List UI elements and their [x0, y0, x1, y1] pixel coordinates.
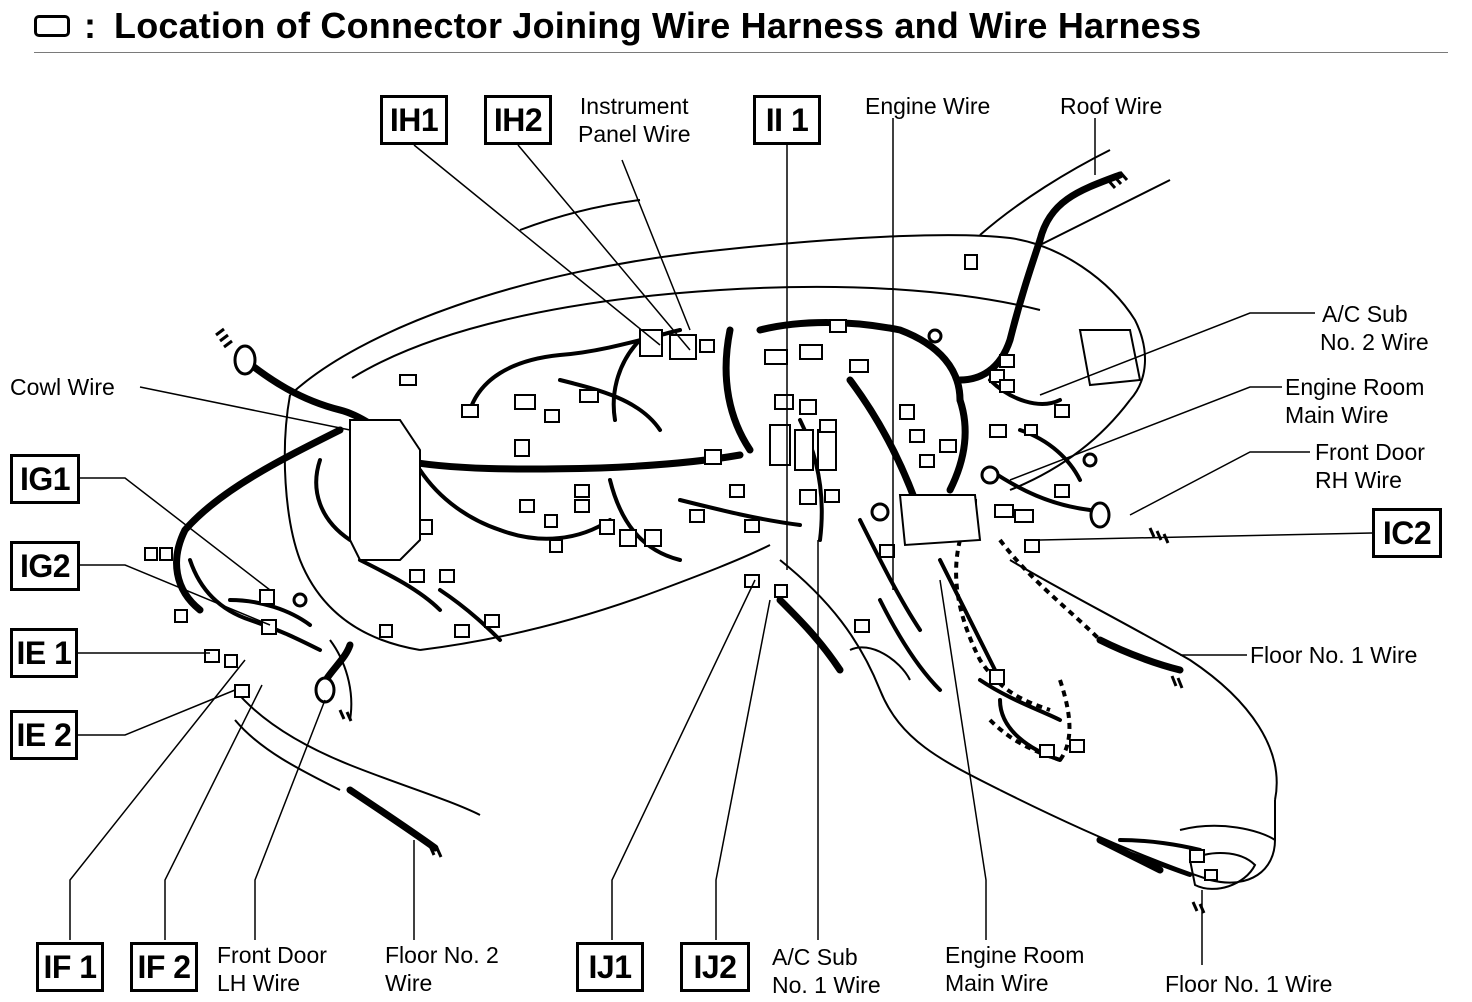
- connector-code-ih2: IH2: [484, 95, 552, 145]
- label-cowl-wire: Cowl Wire: [10, 374, 115, 400]
- wire-end-hash-marks: [215, 171, 1206, 914]
- left-trim-outline: [234, 639, 481, 816]
- connector-code-ig1: IG1: [10, 454, 80, 504]
- connector-code-if1: IF 1: [36, 942, 104, 992]
- label-ac-sub-no1-wire: A/C Sub No. 1 Wire: [772, 944, 881, 998]
- label-ac-sub-no2-wire: A/C Sub No. 2 Wire: [1320, 301, 1429, 355]
- connector-code-ij2: IJ2: [680, 942, 750, 992]
- label-front-door-rh-wire: Front Door RH Wire: [1315, 439, 1425, 493]
- label-roof-wire: Roof Wire: [1060, 93, 1163, 119]
- connector-code-ig2: IG2: [10, 541, 80, 591]
- floor-harness-dashed: [954, 538, 1102, 762]
- connector-code-ie1: IE 1: [10, 628, 78, 678]
- connector-code-ij1: IJ1: [576, 942, 644, 992]
- instrument-panel-outline: [283, 149, 1171, 651]
- label-engine-room-main-wire-right: Engine Room Main Wire: [1285, 374, 1425, 428]
- page-title: : Location of Connector Joining Wire Har…: [34, 8, 1201, 44]
- label-engine-wire: Engine Wire: [865, 93, 991, 119]
- label-floor-no2-wire: Floor No. 2 Wire: [385, 942, 499, 996]
- label-floor-no1-wire-right: Floor No. 1 Wire: [1250, 642, 1418, 668]
- connector-code-ic2: IC2: [1372, 508, 1442, 558]
- label-floor-no1-wire-bottom: Floor No. 1 Wire: [1165, 971, 1333, 997]
- main-harness-trunks: [173, 171, 1184, 874]
- connector-code-ih1: IH1: [380, 95, 448, 145]
- center-console-outline: [779, 559, 1278, 890]
- label-instrument-panel-wire: Instrument Panel Wire: [578, 93, 691, 147]
- label-front-door-lh-wire: Front Door LH Wire: [217, 942, 327, 996]
- connector-blocks: [144, 254, 1218, 881]
- label-engine-room-main-wire-bottom: Engine Room Main Wire: [945, 942, 1085, 996]
- junction-block: [349, 419, 982, 561]
- connector-code-ii1: II 1: [753, 95, 821, 145]
- wire-grommets: [233, 328, 1111, 704]
- connector-code-if2: IF 2: [130, 942, 198, 992]
- connector-code-ie2: IE 2: [10, 710, 78, 760]
- title-text: Location of Connector Joining Wire Harne…: [114, 5, 1202, 46]
- title-colon: :: [84, 5, 96, 46]
- title-divider: [34, 52, 1448, 53]
- leader-lines: [69, 118, 1373, 965]
- connector-box-icon: [34, 15, 70, 37]
